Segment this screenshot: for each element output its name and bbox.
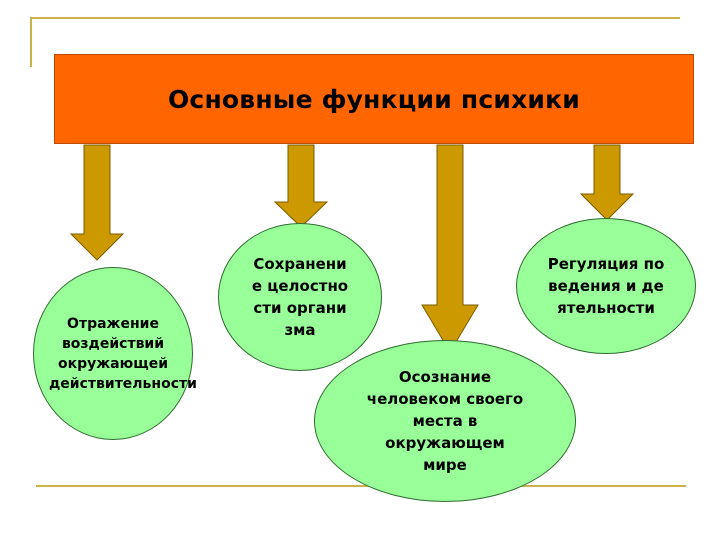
function-oval-regulation: Регуляция поведения и деятельности: [516, 218, 696, 354]
function-oval-integrity: Сохранение целостности организма: [218, 223, 382, 371]
function-label: Регуляция поведения и деятельности: [547, 255, 665, 317]
title-box: Основные функции психики: [54, 54, 694, 144]
function-label: Сохранение целостности организма: [251, 255, 349, 339]
arrow-to-reflection: [69, 144, 125, 261]
frame-line-top: [32, 17, 680, 19]
function-label: Отражение воздействий окружающей действи…: [49, 315, 197, 392]
arrow-to-integrity: [273, 144, 329, 228]
arrow-to-self-awareness: [421, 144, 479, 353]
diagram-title: Основные функции психики: [167, 84, 581, 114]
function-oval-reflection: Отражение воздействий окружающей действи…: [33, 267, 197, 440]
function-label: Осознание человеком своего места в окруж…: [366, 368, 524, 474]
frame-line-bottom: [36, 485, 686, 487]
function-oval-self-awareness: Осознание человеком своего места в окруж…: [314, 340, 576, 502]
frame-line-left: [30, 17, 32, 67]
arrow-to-regulation: [579, 144, 635, 221]
